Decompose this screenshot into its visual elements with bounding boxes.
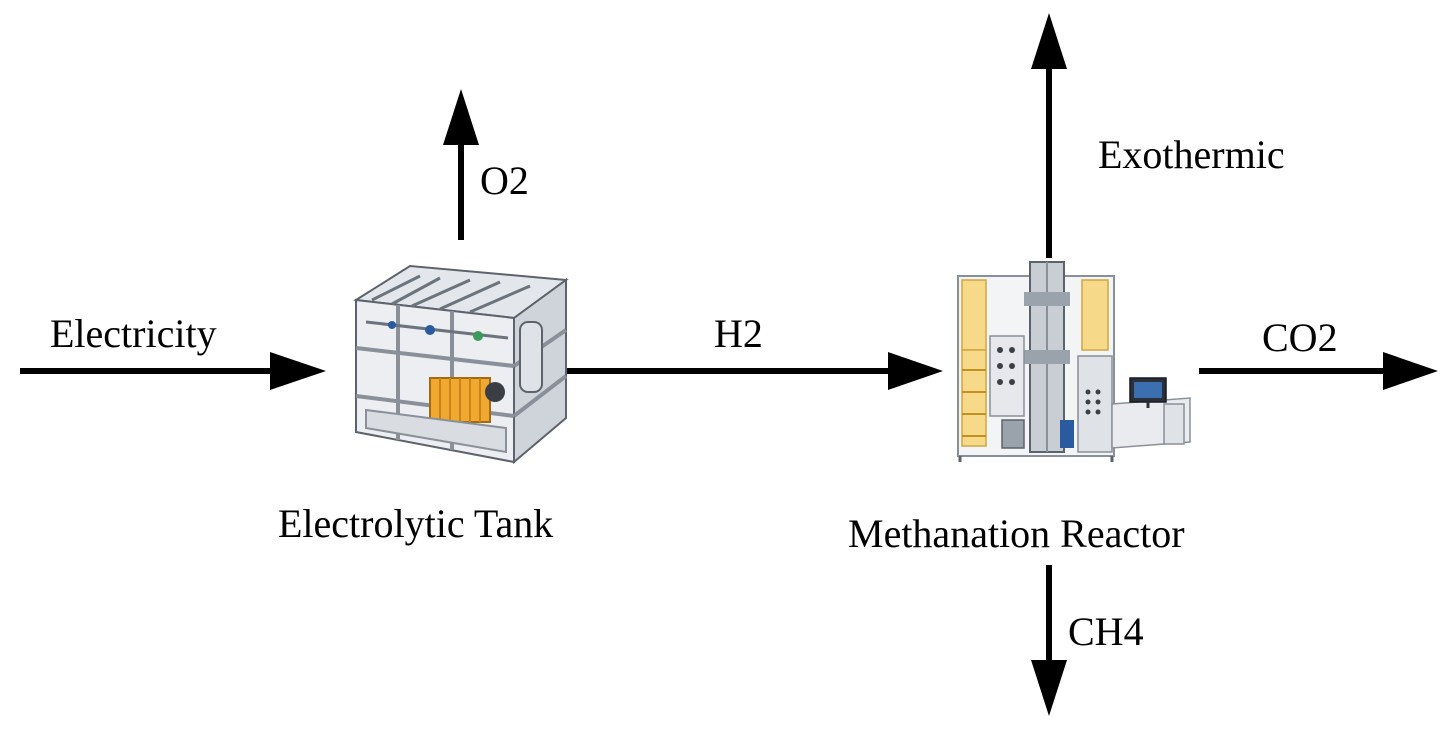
label-exothermic: Exothermic	[1098, 132, 1285, 177]
arrow-h2-flow	[566, 352, 943, 390]
label-electricity: Electricity	[50, 311, 217, 356]
arrow-ch4-out	[1031, 565, 1067, 716]
label-h2: H2	[714, 311, 763, 356]
label-co2: CO2	[1262, 315, 1338, 360]
label-methanation-reactor: Methanation Reactor	[848, 511, 1185, 556]
label-electrolytic-tank: Electrolytic Tank	[278, 501, 554, 546]
electrolytic-tank-image	[353, 264, 569, 465]
arrow-co2-out	[1199, 352, 1438, 390]
arrow-exothermic-out	[1031, 13, 1067, 258]
arrow-electricity-in	[20, 352, 326, 390]
label-ch4: CH4	[1068, 609, 1144, 654]
arrow-o2-out	[443, 89, 479, 240]
methanation-reactor-image	[957, 261, 1191, 462]
label-o2: O2	[480, 158, 529, 203]
